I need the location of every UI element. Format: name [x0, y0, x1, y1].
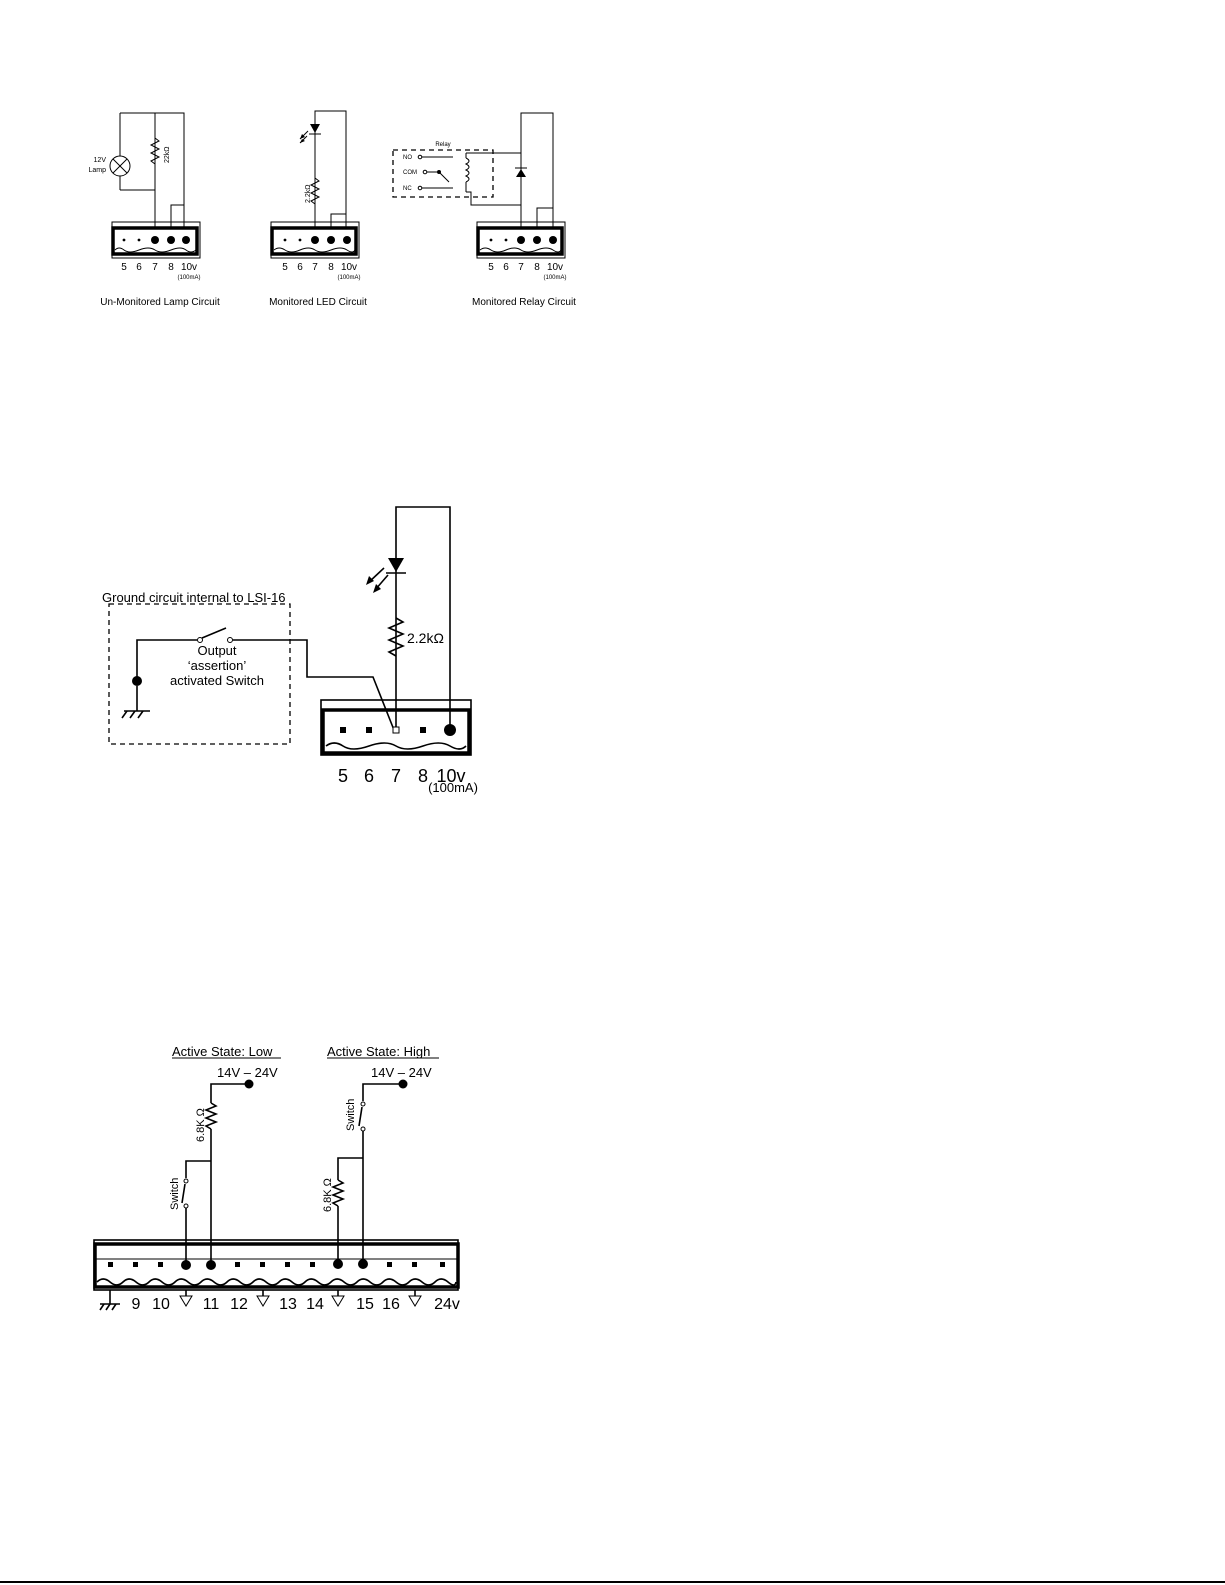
current-label: (100mA)	[177, 275, 200, 281]
terminal-block	[320, 699, 472, 756]
resistor-icon	[386, 617, 406, 657]
switch-label: Output	[197, 643, 236, 658]
relay-circuit-caption: Monitored Relay Circuit	[472, 297, 576, 308]
terminal-block	[476, 221, 566, 259]
switch-label: Switch	[169, 1178, 181, 1210]
terminal-label: 5	[121, 262, 127, 273]
resistor-label: 22kΩ	[164, 146, 171, 163]
resistor-icon	[309, 177, 321, 205]
terminal-label: 10v	[547, 262, 563, 273]
terminal-label: 14	[306, 1296, 324, 1313]
relay-label: Relay	[435, 142, 450, 148]
relay-circuit-diagram: Relay NO COM NC 5 6 7 8 10v	[392, 112, 576, 308]
ground-arrow-icon	[331, 1290, 345, 1307]
resistor-icon	[203, 1102, 219, 1130]
led-circuit-caption: Monitored LED Circuit	[269, 297, 367, 308]
ground-circuit-diagram: Ground circuit internal to LSI-16 Output…	[102, 506, 478, 795]
terminal-label: 7	[518, 262, 524, 273]
input-state-diagram: Active State: Low Active State: High 14V…	[93, 1044, 460, 1313]
active-low-heading: Active State: Low	[172, 1044, 273, 1059]
supply-voltage-label: 14V – 24V	[217, 1065, 278, 1080]
relay-contact-label: COM	[403, 170, 417, 176]
relay-contact-label: NC	[403, 186, 412, 192]
terminal-label: 15	[356, 1296, 374, 1313]
ground-circuit-boundary	[108, 603, 291, 745]
terminal-label: 6	[364, 766, 374, 786]
terminal-label: 8	[418, 766, 428, 786]
terminal-label: 5	[488, 262, 494, 273]
supply-voltage-label: 14V – 24V	[371, 1065, 432, 1080]
led-icon	[299, 124, 321, 144]
switch-label: Switch	[345, 1099, 357, 1131]
resistor-label: 6.8K Ω	[322, 1178, 334, 1212]
terminal-label: 6	[297, 262, 303, 273]
relay-contact-label: NO	[403, 155, 412, 161]
lamp-label-2: Lamp	[88, 167, 106, 174]
terminal-label: 5	[282, 262, 288, 273]
terminal-label: 8	[534, 262, 540, 273]
terminal-label: 6	[503, 262, 509, 273]
terminal-label: 10	[152, 1296, 170, 1313]
terminal-label: 7	[152, 262, 158, 273]
terminal-block	[93, 1239, 460, 1291]
led-circuit-diagram: 2.2kΩ 5 6 7 8 10v (100mA) Monitored LED …	[269, 110, 367, 308]
ground-arrow-icon	[179, 1290, 193, 1307]
terminal-label: 13	[279, 1296, 297, 1313]
terminal-label: 9	[132, 1296, 141, 1313]
resistor-label: 2.2kΩ	[407, 630, 444, 646]
lamp-icon	[109, 155, 131, 177]
ground-circuit-title: Ground circuit internal to LSI-16	[102, 590, 286, 605]
terminal-label: 16	[382, 1296, 400, 1313]
resistor-label: 2.2kΩ	[305, 185, 312, 203]
resistor-icon	[149, 137, 161, 165]
current-label: (100mA)	[543, 275, 566, 281]
terminal-label: 24v	[434, 1296, 460, 1313]
terminal-label: 6	[136, 262, 142, 273]
led-icon	[366, 558, 406, 593]
terminal-block	[111, 221, 201, 259]
current-label: (100mA)	[428, 780, 478, 795]
current-label: (100mA)	[337, 275, 360, 281]
resistor-icon	[330, 1179, 346, 1207]
diode-icon	[515, 167, 527, 177]
terminal-label: 11	[203, 1296, 220, 1313]
lamp-circuit-diagram: 12V Lamp 22kΩ 5 6 7 8 10v (100mA) Un-Mon…	[88, 112, 220, 308]
relay-boundary	[392, 149, 494, 198]
lamp-circuit-caption: Un-Monitored Lamp Circuit	[100, 297, 220, 308]
ground-arrow-icon	[256, 1290, 270, 1307]
active-high-heading: Active State: High	[327, 1044, 430, 1059]
terminal-label: 10v	[181, 262, 197, 273]
terminal-label: 8	[328, 262, 334, 273]
terminal-label: 8	[168, 262, 174, 273]
terminal-label: 10v	[341, 262, 357, 273]
lamp-label: 12V	[94, 157, 107, 164]
ground-icon	[121, 686, 150, 719]
terminal-label: 5	[338, 766, 348, 786]
relay-coil-icon	[464, 153, 470, 192]
switch-label: ‘assertion’	[188, 658, 247, 673]
terminal-label: 12	[230, 1296, 248, 1313]
switch-label: activated Switch	[170, 673, 264, 688]
ground-icon	[99, 1290, 120, 1311]
resistor-label: 6.8K Ω	[195, 1108, 207, 1142]
terminal-block	[270, 221, 360, 259]
terminal-label: 7	[391, 766, 401, 786]
terminal-label: 10v	[436, 766, 465, 786]
terminal-label: 7	[312, 262, 318, 273]
ground-arrow-icon	[408, 1290, 422, 1307]
